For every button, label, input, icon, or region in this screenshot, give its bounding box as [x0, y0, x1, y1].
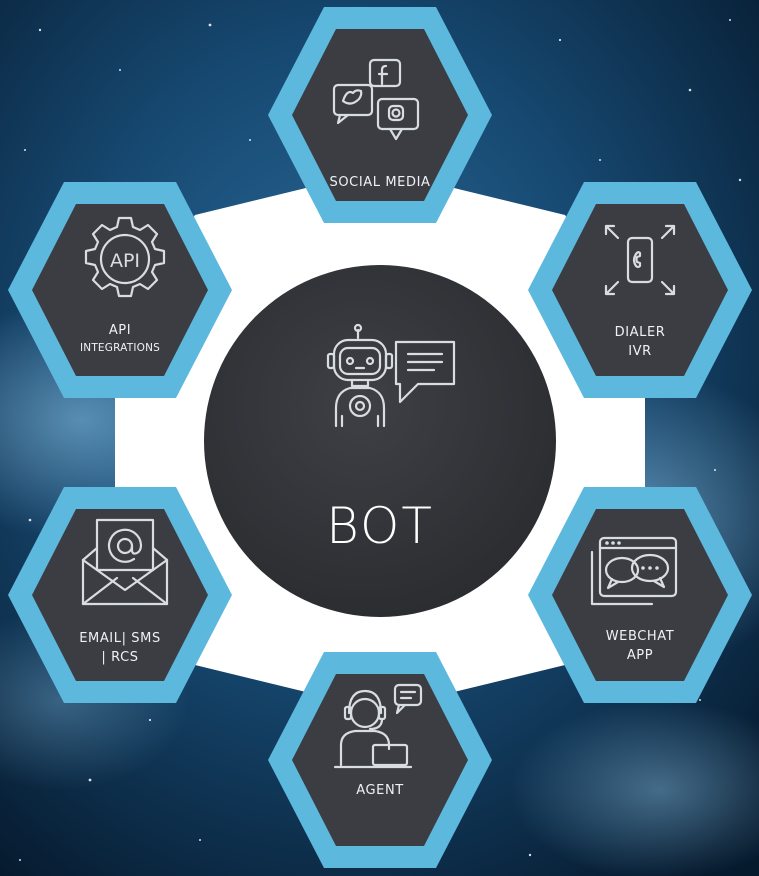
node-agent[interactable]: AGENT	[268, 652, 492, 868]
node-webchat-app[interactable]: WEBCHAT APP	[528, 487, 752, 703]
agent-label: AGENT	[356, 783, 404, 798]
bot-center-circle	[204, 265, 556, 617]
rcs-label: | RCS	[101, 650, 138, 665]
social-media-icon	[332, 58, 420, 141]
api-label: API	[109, 323, 131, 338]
webchat-icon	[590, 536, 678, 606]
webchat-label: WEBCHAT	[606, 629, 675, 644]
api-gear-icon: API	[84, 216, 166, 298]
integrations-label: INTEGRATIONS	[80, 342, 160, 354]
app-label: APP	[627, 648, 653, 663]
social-media-label: SOCIAL MEDIA	[329, 175, 430, 190]
node-dialer-ivr[interactable]: DIALER IVR	[528, 182, 752, 398]
node-social-media[interactable]: SOCIAL MEDIA	[268, 7, 492, 223]
email-at-icon	[81, 518, 169, 606]
node-email-sms-rcs[interactable]: EMAIL| SMS | RCS	[8, 487, 232, 703]
bot-center[interactable]: BOT	[204, 265, 556, 617]
phone-expand-icon	[604, 224, 676, 296]
dialer-label: DIALER	[615, 325, 666, 340]
agent-headset-icon	[333, 683, 423, 769]
ivr-label: IVR	[628, 344, 652, 359]
robot-chat-icon	[326, 323, 456, 428]
bot-label: BOT	[326, 497, 434, 555]
email-sms-label: EMAIL| SMS	[79, 631, 161, 646]
node-api-integrations[interactable]: API API INTEGRATIONS	[8, 182, 232, 398]
api-icon-text: API	[110, 250, 140, 272]
